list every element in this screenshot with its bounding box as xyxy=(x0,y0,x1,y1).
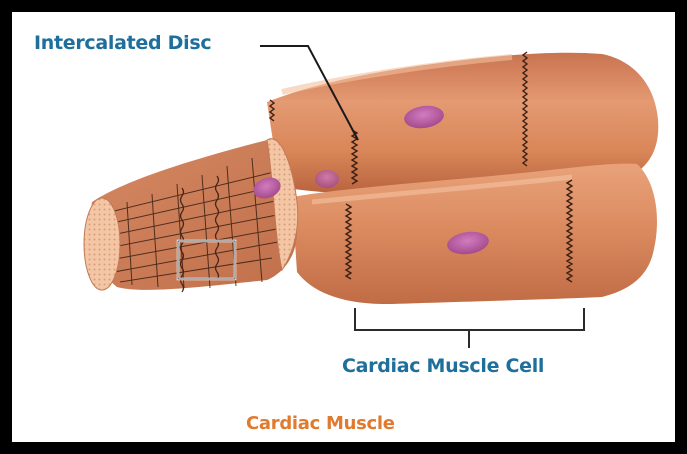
diagram-title: Cardiac Muscle xyxy=(246,415,395,433)
cell-bracket xyxy=(355,308,584,348)
intercalated-disc-label: Intercalated Disc xyxy=(34,34,211,53)
fiber-cross-section xyxy=(84,198,120,290)
cardiac-muscle-illustration xyxy=(12,12,675,442)
cut-fiber-segment xyxy=(91,140,297,290)
diagram-canvas: Intercalated Disc Cardiac Muscle Cell Ca… xyxy=(12,12,675,442)
cardiac-muscle-cell-label: Cardiac Muscle Cell xyxy=(342,357,544,376)
nucleus-middle-cell xyxy=(315,170,339,188)
